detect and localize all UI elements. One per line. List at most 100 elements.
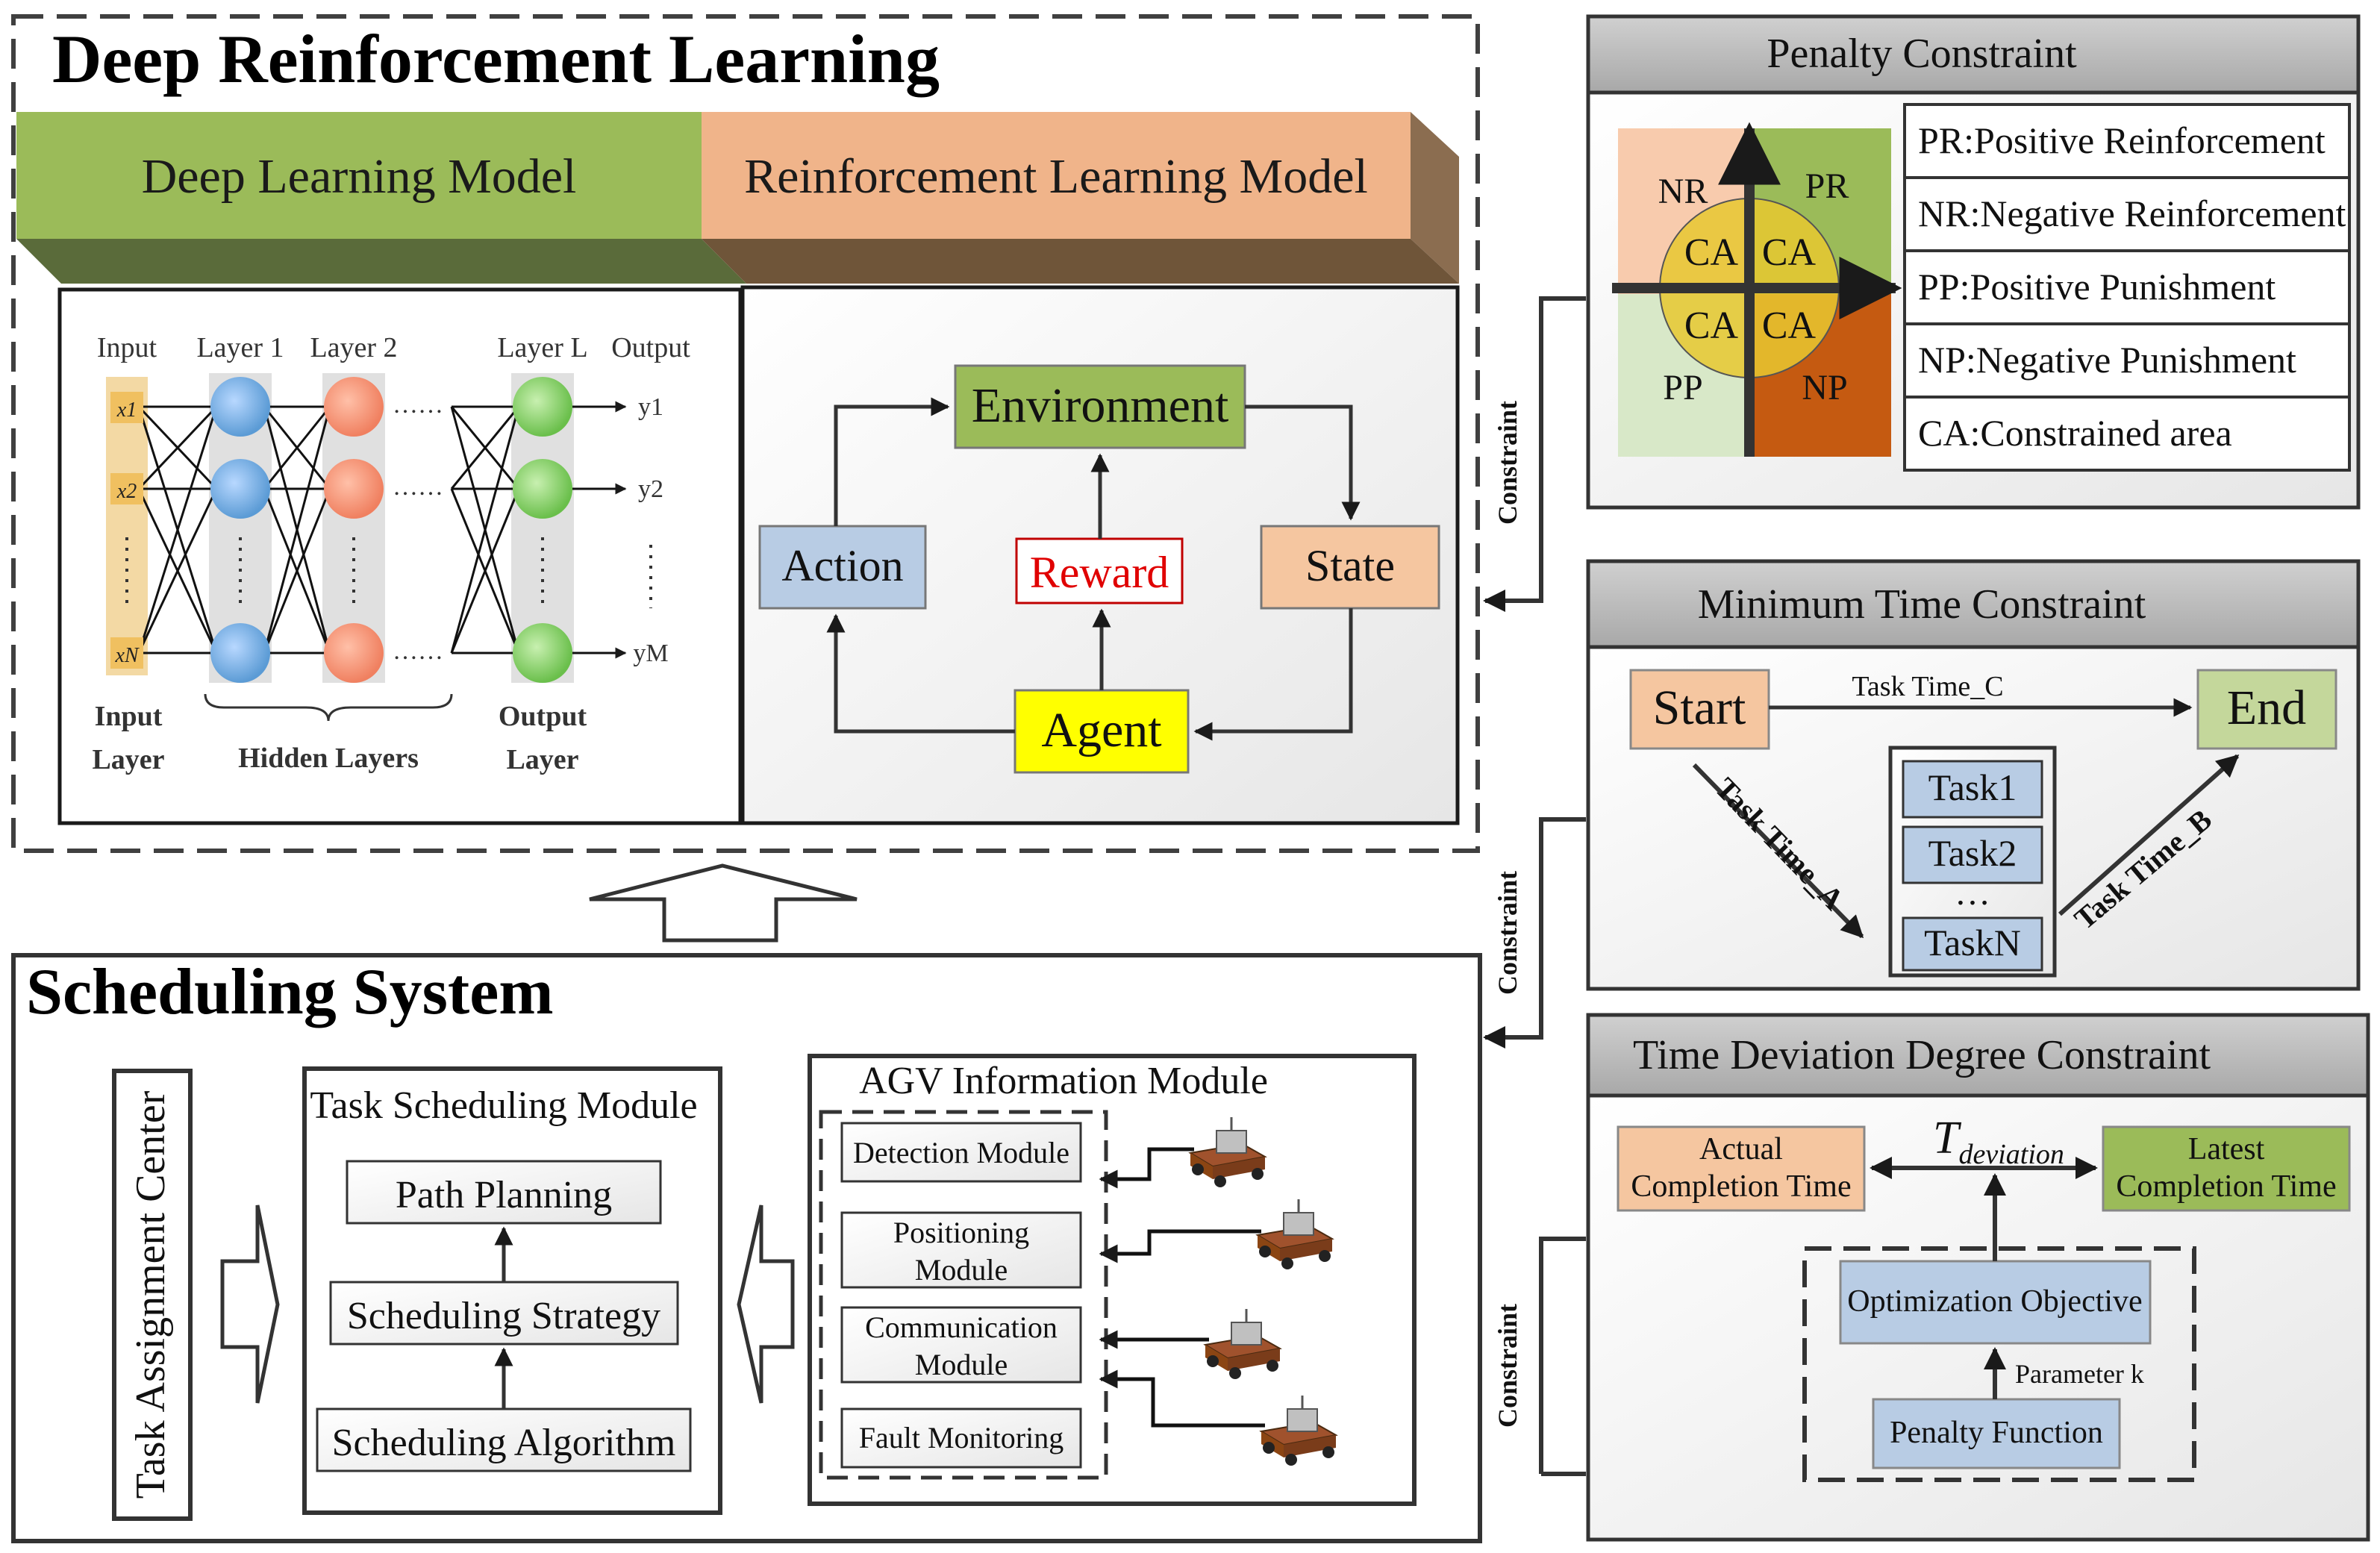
min-time-panel: Minimum Time Constraint Start End Task T… xyxy=(1586,559,2361,991)
layer2-node xyxy=(324,623,384,683)
positioning-label-line2: Module xyxy=(915,1253,1008,1287)
end-label: End xyxy=(2227,681,2306,735)
objective-box xyxy=(1839,1260,2152,1345)
agent-label: Agent xyxy=(1041,703,1161,757)
input-layer-label-line2: Layer xyxy=(92,744,164,775)
task-ellipsis: … xyxy=(1955,873,1990,913)
communication-box xyxy=(840,1306,1082,1384)
nn-dots-row3: …… xyxy=(393,637,443,665)
actual-completion-line2: Completion Time xyxy=(1631,1169,1851,1204)
legend-ca: CA:Constrained area xyxy=(1918,412,2232,454)
objective-label: Optimization Objective xyxy=(1847,1284,2142,1319)
agv-arrows xyxy=(1099,1147,1265,1428)
input-label-xN: xN xyxy=(114,644,139,667)
legend-np: NP:Negative Punishment xyxy=(1918,339,2296,381)
deviation-title: Time Deviation Degree Constraint xyxy=(1633,1032,2211,1078)
algorithm-box xyxy=(316,1407,692,1472)
legend-pr: PR:Positive Reinforcement xyxy=(1918,119,2326,161)
agv-robot-icon xyxy=(1259,1396,1338,1466)
state-label: State xyxy=(1305,541,1395,590)
actual-completion-line1: Actual xyxy=(1699,1132,1783,1166)
start-box xyxy=(1629,669,1770,750)
dl-model-header xyxy=(16,112,702,239)
parameter-k-label: Parameter k xyxy=(2015,1359,2144,1389)
label-ca-bl: CA xyxy=(1684,304,1739,347)
label-ca-tl: CA xyxy=(1684,231,1739,274)
legend-nr: NR:Negative Reinforcement xyxy=(1918,193,2346,234)
label-nr: NR xyxy=(1658,172,1708,211)
layerL-node xyxy=(513,623,572,683)
start-label: Start xyxy=(1653,681,1746,735)
fault-box xyxy=(840,1407,1082,1469)
layer1-node xyxy=(210,459,270,519)
rl-model-header-bottom xyxy=(702,239,1459,284)
input-label-x2: x2 xyxy=(116,480,137,503)
label-ca-tr: CA xyxy=(1762,231,1817,274)
agv-robot-icon xyxy=(1255,1199,1334,1269)
communication-label-line1: Communication xyxy=(865,1310,1058,1344)
rl-arrows xyxy=(826,397,1361,741)
nn-input-header: Input xyxy=(97,332,157,363)
input-node-xN xyxy=(110,637,143,669)
constraint-label-1: Constraint xyxy=(1493,401,1522,525)
nn-output-header: Output xyxy=(611,332,690,363)
output-layer-label-line1: Output xyxy=(499,701,587,732)
label-pr: PR xyxy=(1805,166,1849,206)
task1-box xyxy=(1902,760,2043,819)
task-module-title: Task Scheduling Module xyxy=(310,1084,697,1127)
layer1-node xyxy=(210,623,270,683)
penalty-legend: PR:Positive Reinforcement NR:Negative Re… xyxy=(1903,103,2351,472)
legend-pp: PP:Positive Punishment xyxy=(1918,266,2276,307)
dl-model-header-bottom xyxy=(16,239,746,284)
input-label-x1: x1 xyxy=(116,399,137,422)
agent-box xyxy=(1013,689,1190,774)
agv-robot-icon xyxy=(1203,1309,1282,1379)
task-time-a-arrow xyxy=(1692,763,1864,939)
left-block-arrow-2 xyxy=(737,1204,795,1404)
nn-connections xyxy=(137,405,520,654)
hidden-layers-label: Hidden Layers xyxy=(238,743,419,774)
nn-layer1-header: Layer 1 xyxy=(196,332,284,363)
input-column-bg xyxy=(106,377,148,675)
drl-title: Deep Reinforcement Learning xyxy=(52,21,940,97)
task-center-box xyxy=(112,1069,193,1521)
min-time-title-bar xyxy=(1586,559,2361,649)
deviation-title-bar xyxy=(1586,1013,2370,1098)
input-layer-label-line1: Input xyxy=(95,701,163,732)
layerL-node xyxy=(513,459,572,519)
rl-model-header-side xyxy=(1411,112,1459,284)
taskn-label: TaskN xyxy=(1924,922,2021,963)
action-label: Action xyxy=(781,541,903,590)
nn-layerL-header: Layer L xyxy=(497,332,587,363)
rl-model-header xyxy=(702,112,1411,239)
detection-box xyxy=(840,1122,1082,1183)
agv-module-title: AGV Information Module xyxy=(859,1060,1268,1102)
input-node-x2 xyxy=(110,473,143,504)
latest-completion-box xyxy=(2102,1125,2351,1212)
rl-loop: Environment Action Reward State Agent xyxy=(758,364,1440,774)
scheduling-panel: Scheduling System Task Assignment Center… xyxy=(11,953,1482,1543)
task-center-label: Task Assignment Center xyxy=(128,1090,174,1499)
state-box xyxy=(1260,525,1440,610)
reward-box xyxy=(1015,537,1184,604)
fault-label: Fault Monitoring xyxy=(859,1421,1063,1454)
action-box xyxy=(758,525,927,610)
task2-label: Task2 xyxy=(1928,832,2017,874)
up-block-arrow xyxy=(589,863,858,943)
neural-network: Input Layer 1 Layer 2 Layer L Output x1 … xyxy=(92,332,690,775)
environment-label: Environment xyxy=(972,378,1229,433)
dl-model-label: Deep Learning Model xyxy=(142,149,577,204)
positioning-label-line1: Positioning xyxy=(893,1216,1029,1249)
task-time-b-arrow xyxy=(2058,754,2240,916)
output-label-y2: y2 xyxy=(638,475,663,503)
taskn-box xyxy=(1902,916,2043,972)
scheduling-title: Scheduling System xyxy=(26,956,554,1028)
label-ca-br: CA xyxy=(1762,304,1817,347)
right-block-arrow-1 xyxy=(220,1204,280,1404)
layer1-node xyxy=(210,377,270,437)
label-np: NP xyxy=(1802,368,1847,407)
min-time-title: Minimum Time Constraint xyxy=(1698,581,2146,628)
penalty-title: Penalty Constraint xyxy=(1767,31,2077,77)
nn-dots-row1: …… xyxy=(393,391,443,419)
